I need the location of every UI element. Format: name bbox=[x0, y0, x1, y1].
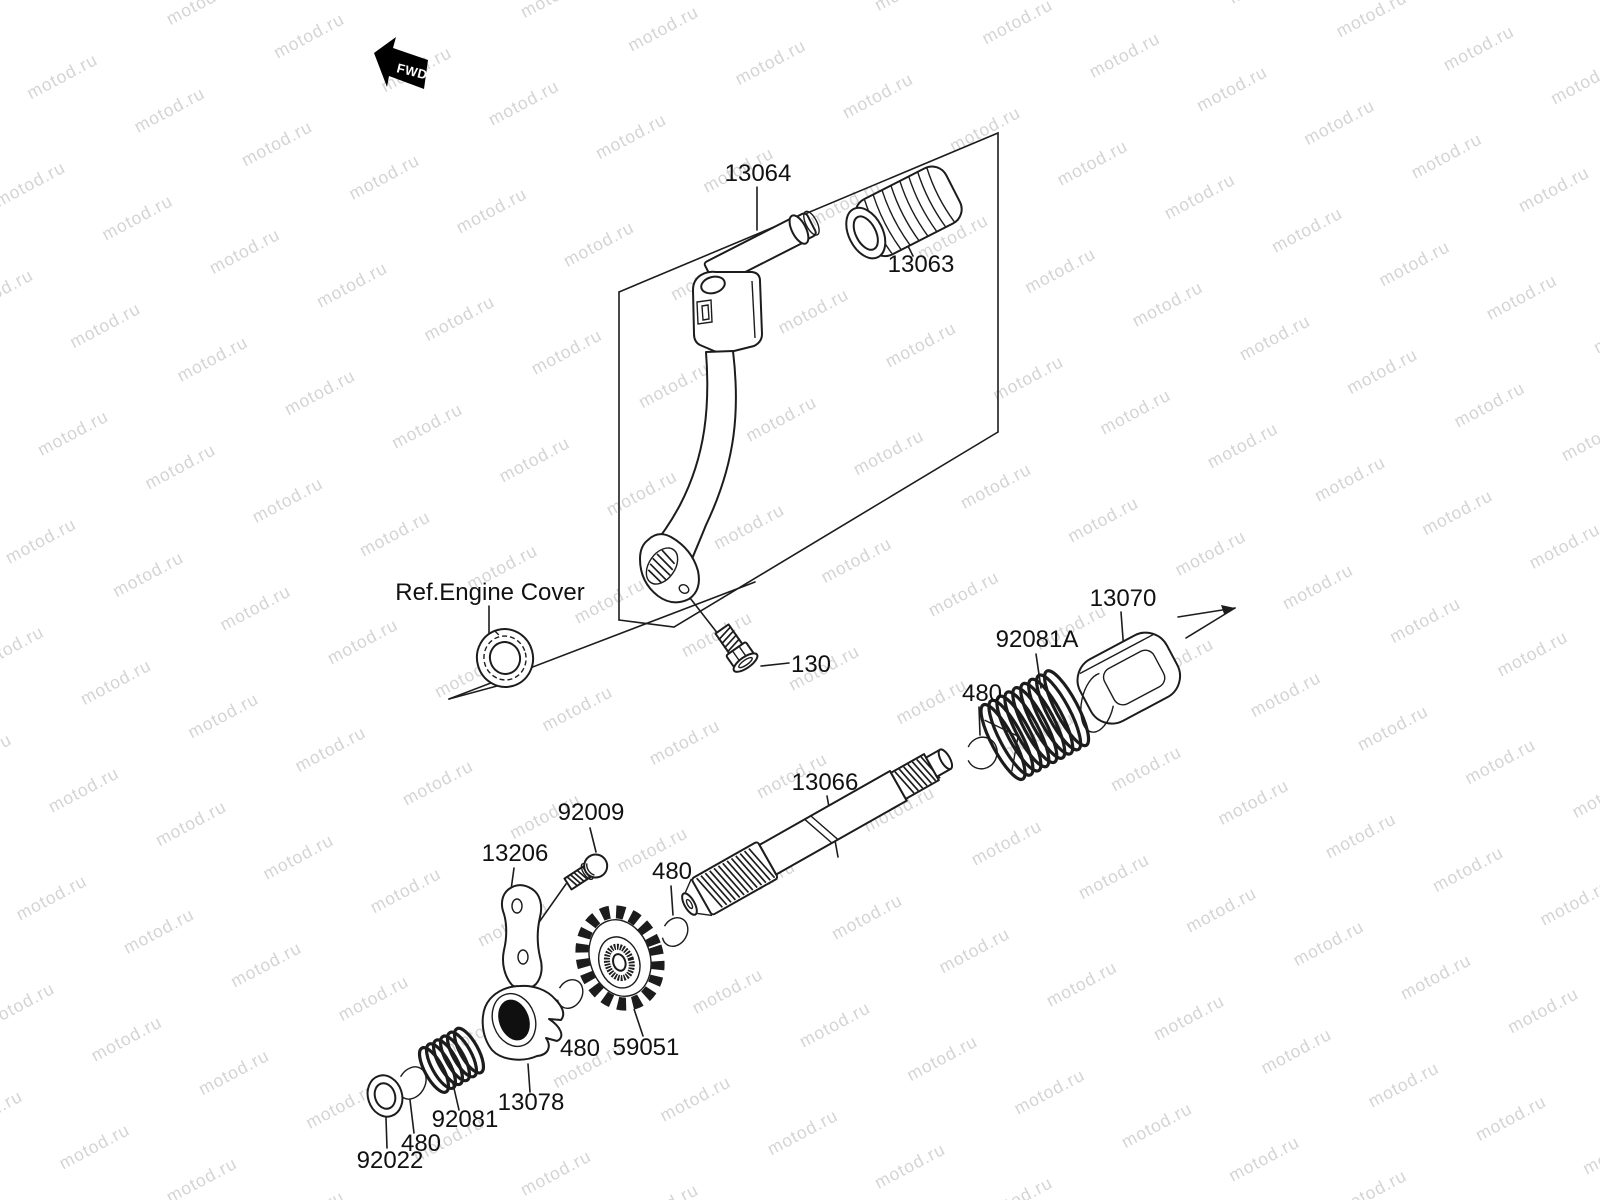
spring-guide bbox=[1076, 631, 1182, 733]
kick-ratchet bbox=[481, 984, 565, 1061]
kick-spring-outer bbox=[979, 669, 1091, 782]
part-label-480-gear: 480 bbox=[560, 1035, 600, 1062]
stopper-bolt bbox=[563, 853, 609, 891]
ref-engine-cover-note: Ref.Engine Cover bbox=[395, 579, 584, 606]
circlip-shaft bbox=[661, 916, 689, 948]
pedal-rubber bbox=[845, 165, 963, 260]
fwd-arrow-icon bbox=[374, 37, 428, 89]
pedal-bolt bbox=[714, 623, 759, 673]
assembly-arrow bbox=[1177, 605, 1236, 639]
kick-gear bbox=[575, 905, 665, 1011]
part-label-130: 130 bbox=[791, 651, 831, 678]
part-label-92022: 92022 bbox=[357, 1147, 424, 1174]
part-label-13206: 13206 bbox=[482, 840, 549, 867]
part-labels: 13064 13063 Ref.Engine Cover 130 13070 9… bbox=[357, 160, 1157, 1174]
part-label-92009: 92009 bbox=[558, 799, 625, 826]
part-label-13066: 13066 bbox=[792, 769, 859, 796]
stopper-plate bbox=[500, 884, 543, 990]
boss-bolt-hole bbox=[678, 584, 690, 594]
engine-cover-seal bbox=[475, 628, 535, 688]
fwd-badge: FWD bbox=[374, 37, 429, 89]
washer bbox=[366, 1074, 404, 1118]
part-label-92081: 92081 bbox=[432, 1106, 499, 1133]
part-label-92081A: 92081A bbox=[996, 626, 1079, 653]
part-label-480-outer: 480 bbox=[962, 680, 1002, 707]
fwd-badge-label: FWD bbox=[395, 60, 429, 82]
part-label-13070: 13070 bbox=[1090, 585, 1157, 612]
ratchet-spring bbox=[417, 1026, 486, 1094]
assembly-box bbox=[618, 131, 999, 628]
boss-splines bbox=[645, 547, 679, 585]
part-label-13078: 13078 bbox=[498, 1089, 565, 1116]
kick-pedal-assembly bbox=[639, 210, 820, 604]
part-label-480-shaft: 480 bbox=[652, 858, 692, 885]
part-label-480-front: 480 bbox=[401, 1130, 441, 1157]
kick-shaft bbox=[681, 748, 954, 917]
part-label-59051: 59051 bbox=[613, 1034, 680, 1061]
pivot-knob bbox=[700, 275, 726, 295]
part-label-13063: 13063 bbox=[888, 251, 955, 278]
part-label-13064: 13064 bbox=[725, 160, 792, 187]
